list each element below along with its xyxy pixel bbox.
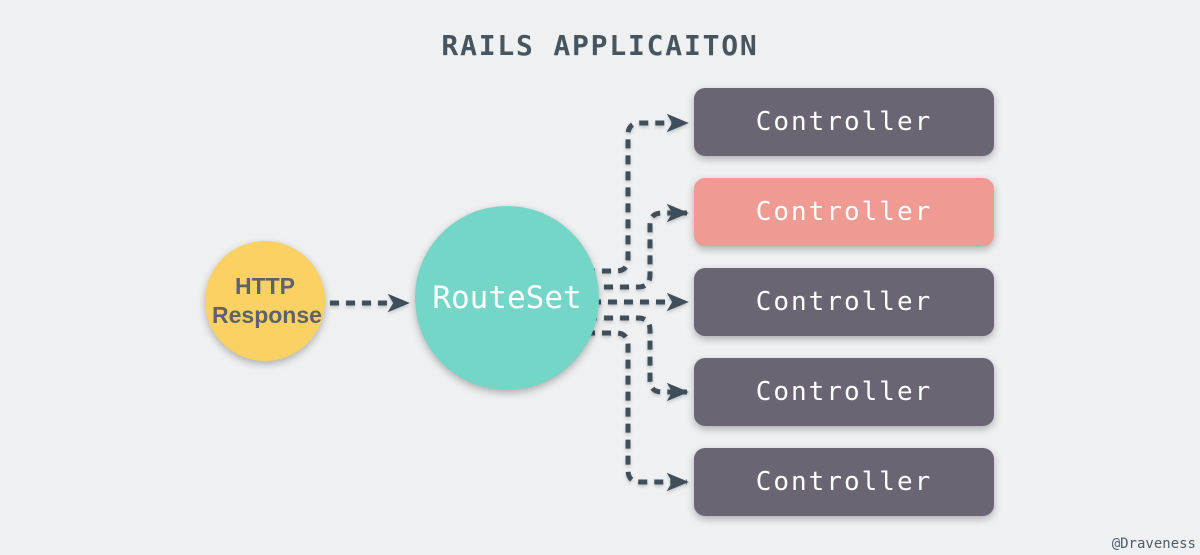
watermark-credit: @Draveness (1111, 536, 1196, 552)
http-response-label: HTTP Response (212, 273, 322, 328)
node-controller-3: Controller (694, 268, 994, 336)
arrow-routeset-to-controller-4 (588, 315, 689, 402)
node-controller-5: Controller (694, 448, 994, 516)
node-controller-1: Controller (694, 88, 994, 156)
node-http-response: HTTP Response (205, 241, 325, 361)
node-controller-2-highlighted: Controller (694, 178, 994, 246)
controller-1-label: Controller (755, 107, 933, 137)
node-controller-4: Controller (694, 358, 994, 426)
arrow-routeset-to-controller-2 (588, 203, 689, 290)
routeset-label: RouteSet (432, 280, 582, 316)
controller-2-label: Controller (755, 197, 933, 227)
arrow-routeset-to-controller-5 (586, 330, 689, 492)
arrow-routeset-to-controller-1 (586, 113, 689, 274)
node-routeset: RouteSet (415, 206, 599, 390)
controller-5-label: Controller (755, 467, 933, 497)
diagram-title: RAILS APPLICAITON (441, 29, 759, 62)
controller-3-label: Controller (755, 287, 933, 317)
controller-4-label: Controller (755, 377, 933, 407)
